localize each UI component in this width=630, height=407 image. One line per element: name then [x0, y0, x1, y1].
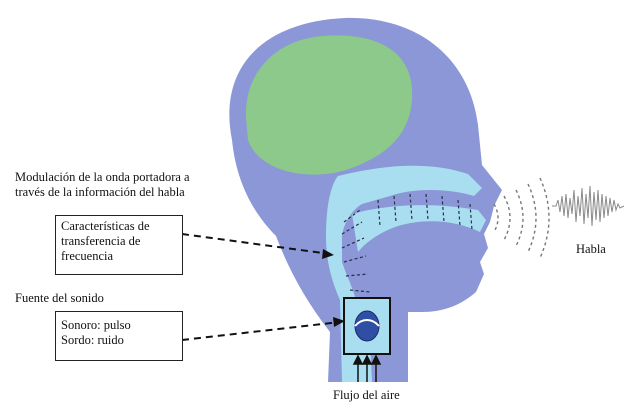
- source-arrow: [182, 317, 345, 340]
- airflow-arrows: [354, 356, 380, 382]
- sound-source-box: Sonoro: pulso Sordo: ruido: [55, 311, 183, 361]
- vocal-folds: [355, 311, 379, 341]
- modulation-label: Modulación de la onda portadora a través…: [15, 170, 190, 200]
- transfer-characteristics-box: Características de transferencia de frec…: [55, 215, 183, 275]
- sound-radiation-arcs: [494, 178, 549, 258]
- airflow-label: Flujo del aire: [333, 388, 400, 403]
- speech-waveform: [552, 186, 624, 226]
- speech-label: Habla: [576, 242, 606, 257]
- sound-source-title: Fuente del sonido: [15, 291, 104, 306]
